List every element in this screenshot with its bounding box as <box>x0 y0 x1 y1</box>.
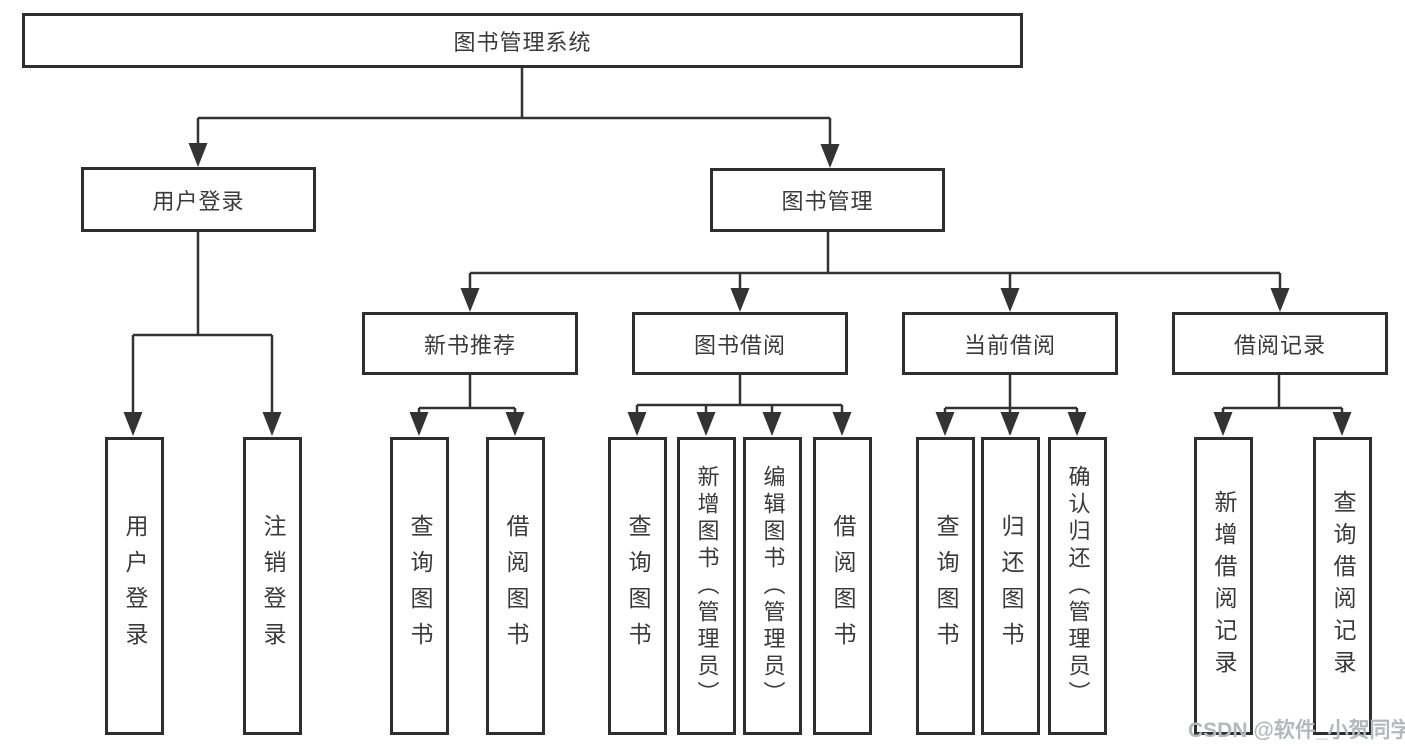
arrowhead-icon <box>935 412 955 436</box>
arrowhead-icon <box>696 412 716 436</box>
arrowhead-icon <box>1332 412 1352 436</box>
node-book-borrowing: 图书借阅 <box>632 312 848 375</box>
leaf-query-books-2-label: 查询图书 <box>625 514 651 658</box>
leaf-query-books-3-label: 查询图书 <box>933 514 959 658</box>
leaf-query-borrow-record-label: 查询借阅记录 <box>1330 490 1356 682</box>
arrowhead-icon <box>409 412 429 436</box>
arrowhead-icon <box>1270 288 1290 312</box>
leaf-user-login: 用户登录 <box>105 437 164 735</box>
node-root: 图书管理系统 <box>22 13 1023 68</box>
leaf-query-books-3: 查询图书 <box>916 437 975 735</box>
leaf-confirm-return-admin: 确认归还（管理员） <box>1048 437 1107 735</box>
leaf-edit-books-admin-label: 编辑图书（管理员） <box>760 464 786 708</box>
leaf-logout-label: 注销登录 <box>260 514 286 658</box>
leaf-return-books-label: 归还图书 <box>998 514 1024 658</box>
arrowhead-icon <box>762 412 782 436</box>
node-borrowing-records: 借阅记录 <box>1172 312 1388 375</box>
leaf-borrow-books-1-label: 借阅图书 <box>503 514 529 658</box>
arrowhead-icon <box>188 143 208 167</box>
leaf-add-borrow-record: 新增借阅记录 <box>1194 437 1253 735</box>
arrowheads <box>123 143 1352 436</box>
node-book-management-label: 图书管理 <box>781 189 874 214</box>
csdn-watermark: CSDN @软件_小贺同学 <box>1188 719 1405 742</box>
leaf-logout: 注销登录 <box>243 437 302 735</box>
leaf-query-books-1-label: 查询图书 <box>407 514 433 658</box>
leaf-query-books-2: 查询图书 <box>608 437 667 735</box>
arrowhead-icon <box>1000 412 1020 436</box>
leaf-confirm-return-admin-label: 确认归还（管理员） <box>1065 464 1091 708</box>
leaf-query-borrow-record: 查询借阅记录 <box>1313 437 1372 735</box>
node-root-label: 图书管理系统 <box>453 29 592 55</box>
arrowhead-icon <box>627 412 647 436</box>
leaf-add-books-admin-label: 新增图书（管理员） <box>694 464 720 708</box>
arrowhead-icon <box>1213 412 1233 436</box>
leaf-borrow-books-2-label: 借阅图书 <box>830 514 856 658</box>
node-current-borrowing: 当前借阅 <box>902 312 1118 375</box>
leaf-add-borrow-record-label: 新增借阅记录 <box>1211 490 1237 682</box>
arrowhead-icon <box>832 412 852 436</box>
node-new-book-recommendation: 新书推荐 <box>362 312 578 375</box>
arrowhead-icon <box>505 412 525 436</box>
arrowhead-icon <box>460 288 480 312</box>
node-user-login: 用户登录 <box>81 167 316 232</box>
leaf-return-books: 归还图书 <box>981 437 1040 735</box>
arrowhead-icon <box>820 144 840 168</box>
node-book-management: 图书管理 <box>710 168 945 232</box>
leaf-query-books-1: 查询图书 <box>390 437 449 735</box>
leaf-borrow-books-1: 借阅图书 <box>486 437 545 735</box>
node-new-book-recommendation-label: 新书推荐 <box>423 332 516 358</box>
arrowhead-icon <box>1000 288 1020 312</box>
arrowhead-icon <box>262 412 282 436</box>
node-user-login-label: 用户登录 <box>152 188 245 214</box>
arrowhead-icon <box>730 288 750 312</box>
arrowhead-icon <box>1067 412 1087 436</box>
leaf-borrow-books-2: 借阅图书 <box>813 437 872 735</box>
arrowhead-icon <box>123 412 143 436</box>
node-borrowing-records-label: 借阅记录 <box>1233 332 1326 358</box>
node-book-borrowing-label: 图书借阅 <box>693 332 786 358</box>
leaf-add-books-admin: 新增图书（管理员） <box>677 437 736 735</box>
tree-edges <box>131 68 1344 434</box>
leaf-user-login-label: 用户登录 <box>122 514 148 658</box>
leaf-edit-books-admin: 编辑图书（管理员） <box>743 437 802 735</box>
node-current-borrowing-label: 当前借阅 <box>963 332 1056 358</box>
